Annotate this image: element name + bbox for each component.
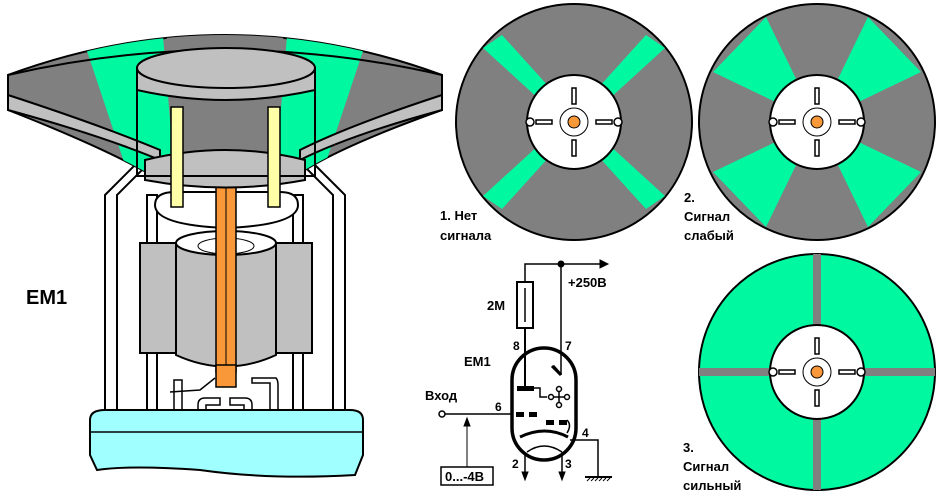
state-2-line2: Сигнал (684, 209, 730, 224)
top-cap (136, 47, 316, 177)
glass-base (89, 409, 364, 478)
state-1-line2: сигнала (440, 228, 492, 243)
resistor-label: 2M (487, 298, 505, 313)
arrow-icon (521, 471, 529, 482)
pin-8-label: 8 (513, 339, 520, 353)
cathode-dot (810, 115, 824, 129)
input-terminal (438, 410, 446, 418)
yellow-supports (170, 106, 281, 208)
supply-label: +250В (568, 275, 607, 290)
center-electrodes (525, 87, 623, 157)
input-range-box (440, 466, 494, 486)
shadow-lines (699, 254, 935, 490)
pin-3-label: 3 (565, 457, 572, 471)
tube-cutaway: EM1 (7, 34, 443, 478)
indicator-state-1: 1. Нет сигнала (440, 3, 693, 243)
cathode-dot (810, 365, 824, 379)
cathode-base (215, 364, 237, 388)
indicator-state-2: 2. Сигнал слабый (684, 3, 936, 243)
input-range-label: 0...-4В (445, 469, 484, 484)
supply-wire (524, 263, 600, 282)
input-label: Вход (425, 388, 458, 403)
pin-4-label: 4 (582, 426, 589, 440)
tube-envelope (510, 346, 578, 462)
arrow-icon (558, 471, 566, 482)
state-1-line1: 1. Нет (440, 208, 477, 223)
center-electrodes (768, 337, 866, 407)
state-2-line1: 2. (684, 190, 695, 205)
green-sector (598, 144, 665, 209)
state-3-line2: Сигнал (683, 459, 729, 474)
schematic (438, 259, 612, 486)
arrow-icon (463, 416, 471, 427)
pin-7-label: 7 (565, 339, 572, 353)
arrow-icon (599, 259, 610, 269)
indicator-state-3: 3. Сигнал сильный (683, 253, 936, 493)
green-sector (483, 35, 550, 100)
pin-2-label: 2 (512, 457, 519, 471)
target-symbol (547, 385, 571, 409)
state-2-line3: слабый (684, 228, 734, 243)
cathode-dot (567, 115, 581, 129)
center-electrodes (768, 87, 866, 157)
green-sector (483, 144, 550, 209)
green-sector (598, 35, 665, 100)
state-3-line1: 3. (683, 440, 694, 455)
state-3-line3: сильный (683, 478, 741, 493)
pin-6-label: 6 (495, 400, 502, 414)
tube-label: EM1 (26, 287, 67, 309)
side-plate-left (139, 242, 181, 354)
screen-dish (7, 34, 443, 189)
schematic-tube-label: EM1 (464, 354, 491, 369)
